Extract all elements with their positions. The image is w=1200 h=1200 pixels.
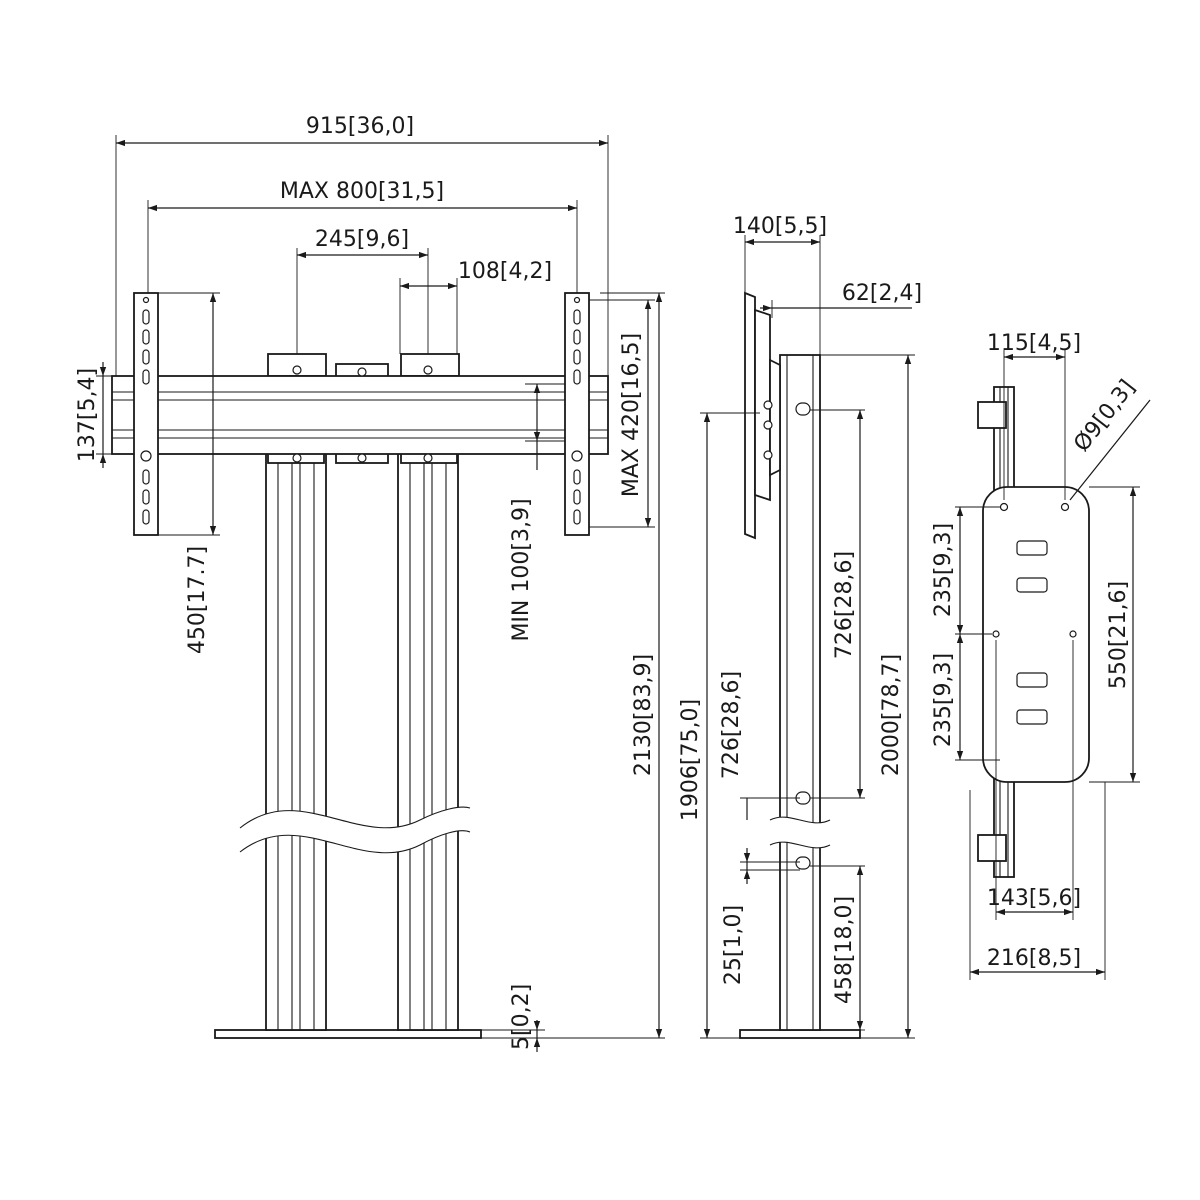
dim-column-width: 108[4,2] [458, 259, 552, 284]
front-column-left [265, 452, 327, 1031]
side-view [700, 235, 915, 1039]
front-column-right [397, 452, 459, 1031]
dim-gap: 25[1,0] [721, 905, 746, 985]
side-screen-bracket [744, 291, 781, 540]
dim-column-spacing: 245[9,6] [315, 227, 409, 252]
dim-beam-height: 137[5,4] [75, 368, 100, 462]
front-break-band [240, 807, 470, 853]
dim-overall-width: 915[36,0] [306, 114, 414, 139]
dim-bracket-height: 450[17.7] [185, 546, 210, 654]
front-bracket-right [564, 292, 590, 536]
dim-screen-center-height: 1906[75,0] [678, 699, 703, 821]
dim-lower-pitch: 235[9,3] [931, 653, 956, 747]
side-column [779, 354, 821, 1031]
dim-max-vesa-width: MAX 800[31,5] [280, 179, 444, 204]
front-view [96, 135, 665, 1052]
dim-max-vesa-height: MAX 420[16,5] [619, 333, 644, 497]
dim-hole-diameter: Ø9[0,3] [1069, 375, 1140, 456]
dim-min-vesa-height: MIN 100[3,9] [509, 498, 534, 641]
front-labels: 915[36,0] MAX 800[31,5] 245[9,6] 108[4,2… [75, 114, 656, 1050]
dim-upper-pitch: 235[9,3] [931, 523, 956, 617]
dim-column-height: 2000[78,7] [879, 654, 904, 776]
back-plate-view [955, 350, 1151, 980]
dim-top-hole-spacing: 115[4,5] [987, 331, 1081, 356]
dim-side-depth: 140[5,5] [733, 214, 827, 239]
back-plate-slots [1016, 540, 1048, 725]
side-labels: 140[5,5] 62[2,4] 1906[75,0] 726[28,6] 72… [678, 214, 922, 1004]
dim-bottom-height: 458[18,0] [832, 896, 857, 1004]
side-break-band [770, 817, 830, 848]
dim-plate-height: 550[21,6] [1106, 581, 1131, 689]
front-bracket-left [133, 292, 159, 536]
dim-base-plate: 5[0,2] [509, 984, 534, 1050]
dim-lower-hole-spacing: 143[5,6] [987, 886, 1081, 911]
dim-lower-spacing: 726[28,6] [719, 671, 744, 779]
dim-overall-height: 2130[83,9] [631, 654, 656, 776]
dim-plate-width: 216[8,5] [987, 946, 1081, 971]
dim-side-offset: 62[2,4] [842, 281, 922, 306]
front-crossbeam [111, 375, 609, 455]
side-base-plate [739, 1029, 861, 1039]
dim-upper-spacing: 726[28,6] [832, 551, 857, 659]
back-mounting-plate [982, 486, 1090, 783]
front-base-plate [214, 1029, 482, 1039]
